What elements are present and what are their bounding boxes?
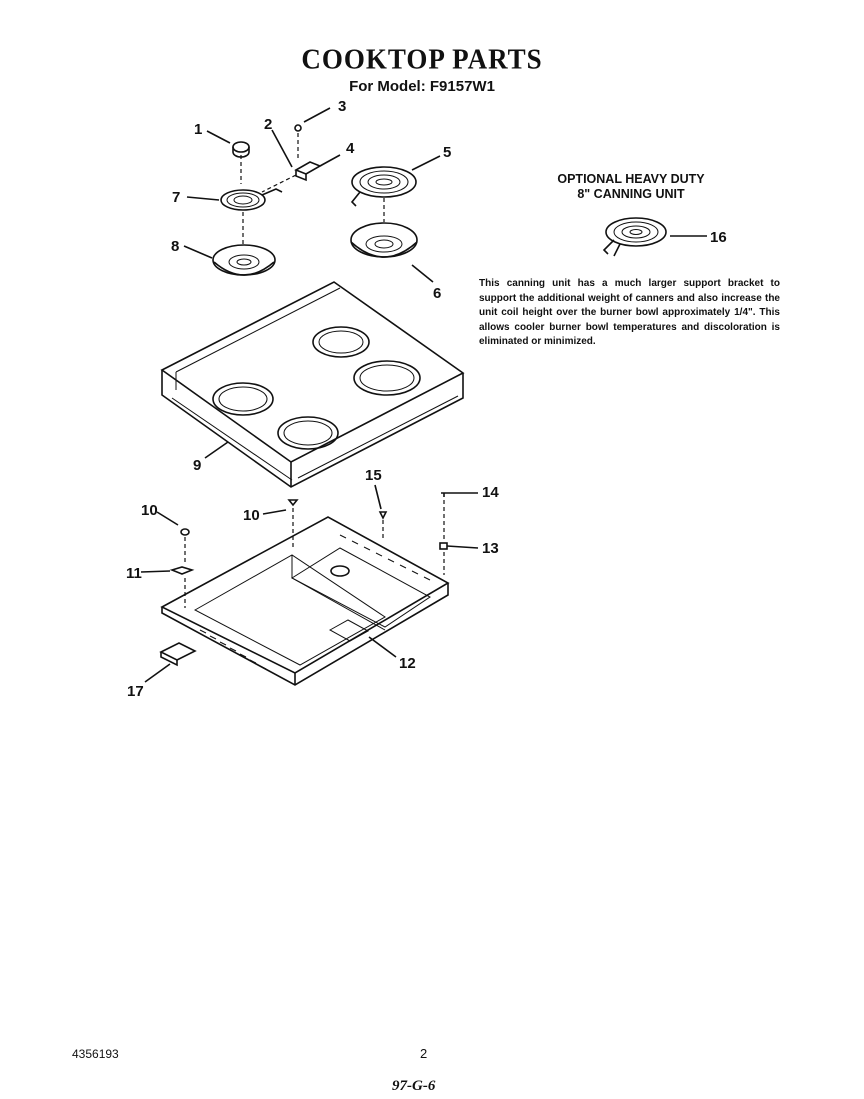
part-9-main-cooktop [160, 281, 465, 488]
part-6-large-drip-bowl [350, 222, 434, 283]
handwritten-code: 97-G-6 [392, 1078, 436, 1094]
model-subtitle: For Model: F9157W1 [349, 78, 495, 95]
callout-15: 15 [365, 467, 382, 484]
part-17-bracket [144, 642, 197, 683]
callout-10-left: 10 [141, 502, 158, 519]
canning-description: This canning unit has a much larger supp… [479, 278, 780, 348]
callout-2: 2 [264, 116, 272, 133]
part-5-large-surface-element [350, 155, 441, 207]
callout-9: 9 [193, 457, 201, 474]
callout-14: 14 [482, 484, 499, 501]
optional-canning-heading: OPTIONAL HEAVY DUTY 8" CANNING UNIT [520, 172, 742, 202]
part-8-small-drip-bowl [183, 244, 276, 276]
optional-heading-line1: OPTIONAL HEAVY DUTY [557, 172, 705, 186]
callout-5: 5 [443, 144, 451, 161]
part-10-11-screw-clip [140, 511, 195, 608]
part-7-small-surface-element [186, 188, 283, 211]
callout-6: 6 [433, 285, 441, 302]
page-title: COOKTOP PARTS [301, 43, 543, 75]
callout-17: 17 [127, 683, 144, 700]
part-1-insulator [206, 130, 250, 158]
part-13-14-15-fasteners [374, 484, 479, 575]
part-number: 4356193 [72, 1047, 119, 1061]
callout-12: 12 [399, 655, 416, 672]
page-number: 2 [420, 1046, 428, 1061]
optional-heading-line2: 8" CANNING UNIT [577, 187, 685, 201]
callout-13: 13 [482, 540, 499, 557]
callout-4: 4 [346, 140, 355, 157]
callout-3: 3 [338, 98, 346, 115]
part-10-screw-center [262, 499, 299, 550]
callout-1: 1 [194, 121, 202, 138]
part-2-3-4-terminal-block [261, 107, 341, 193]
callout-8: 8 [171, 238, 179, 255]
part-16-canning-unit [602, 217, 707, 257]
callout-7: 7 [172, 189, 180, 206]
callout-11: 11 [126, 565, 142, 582]
part-12-burner-box-pan [160, 516, 450, 686]
callout-10-center: 10 [243, 507, 260, 524]
callout-16: 16 [710, 229, 727, 246]
